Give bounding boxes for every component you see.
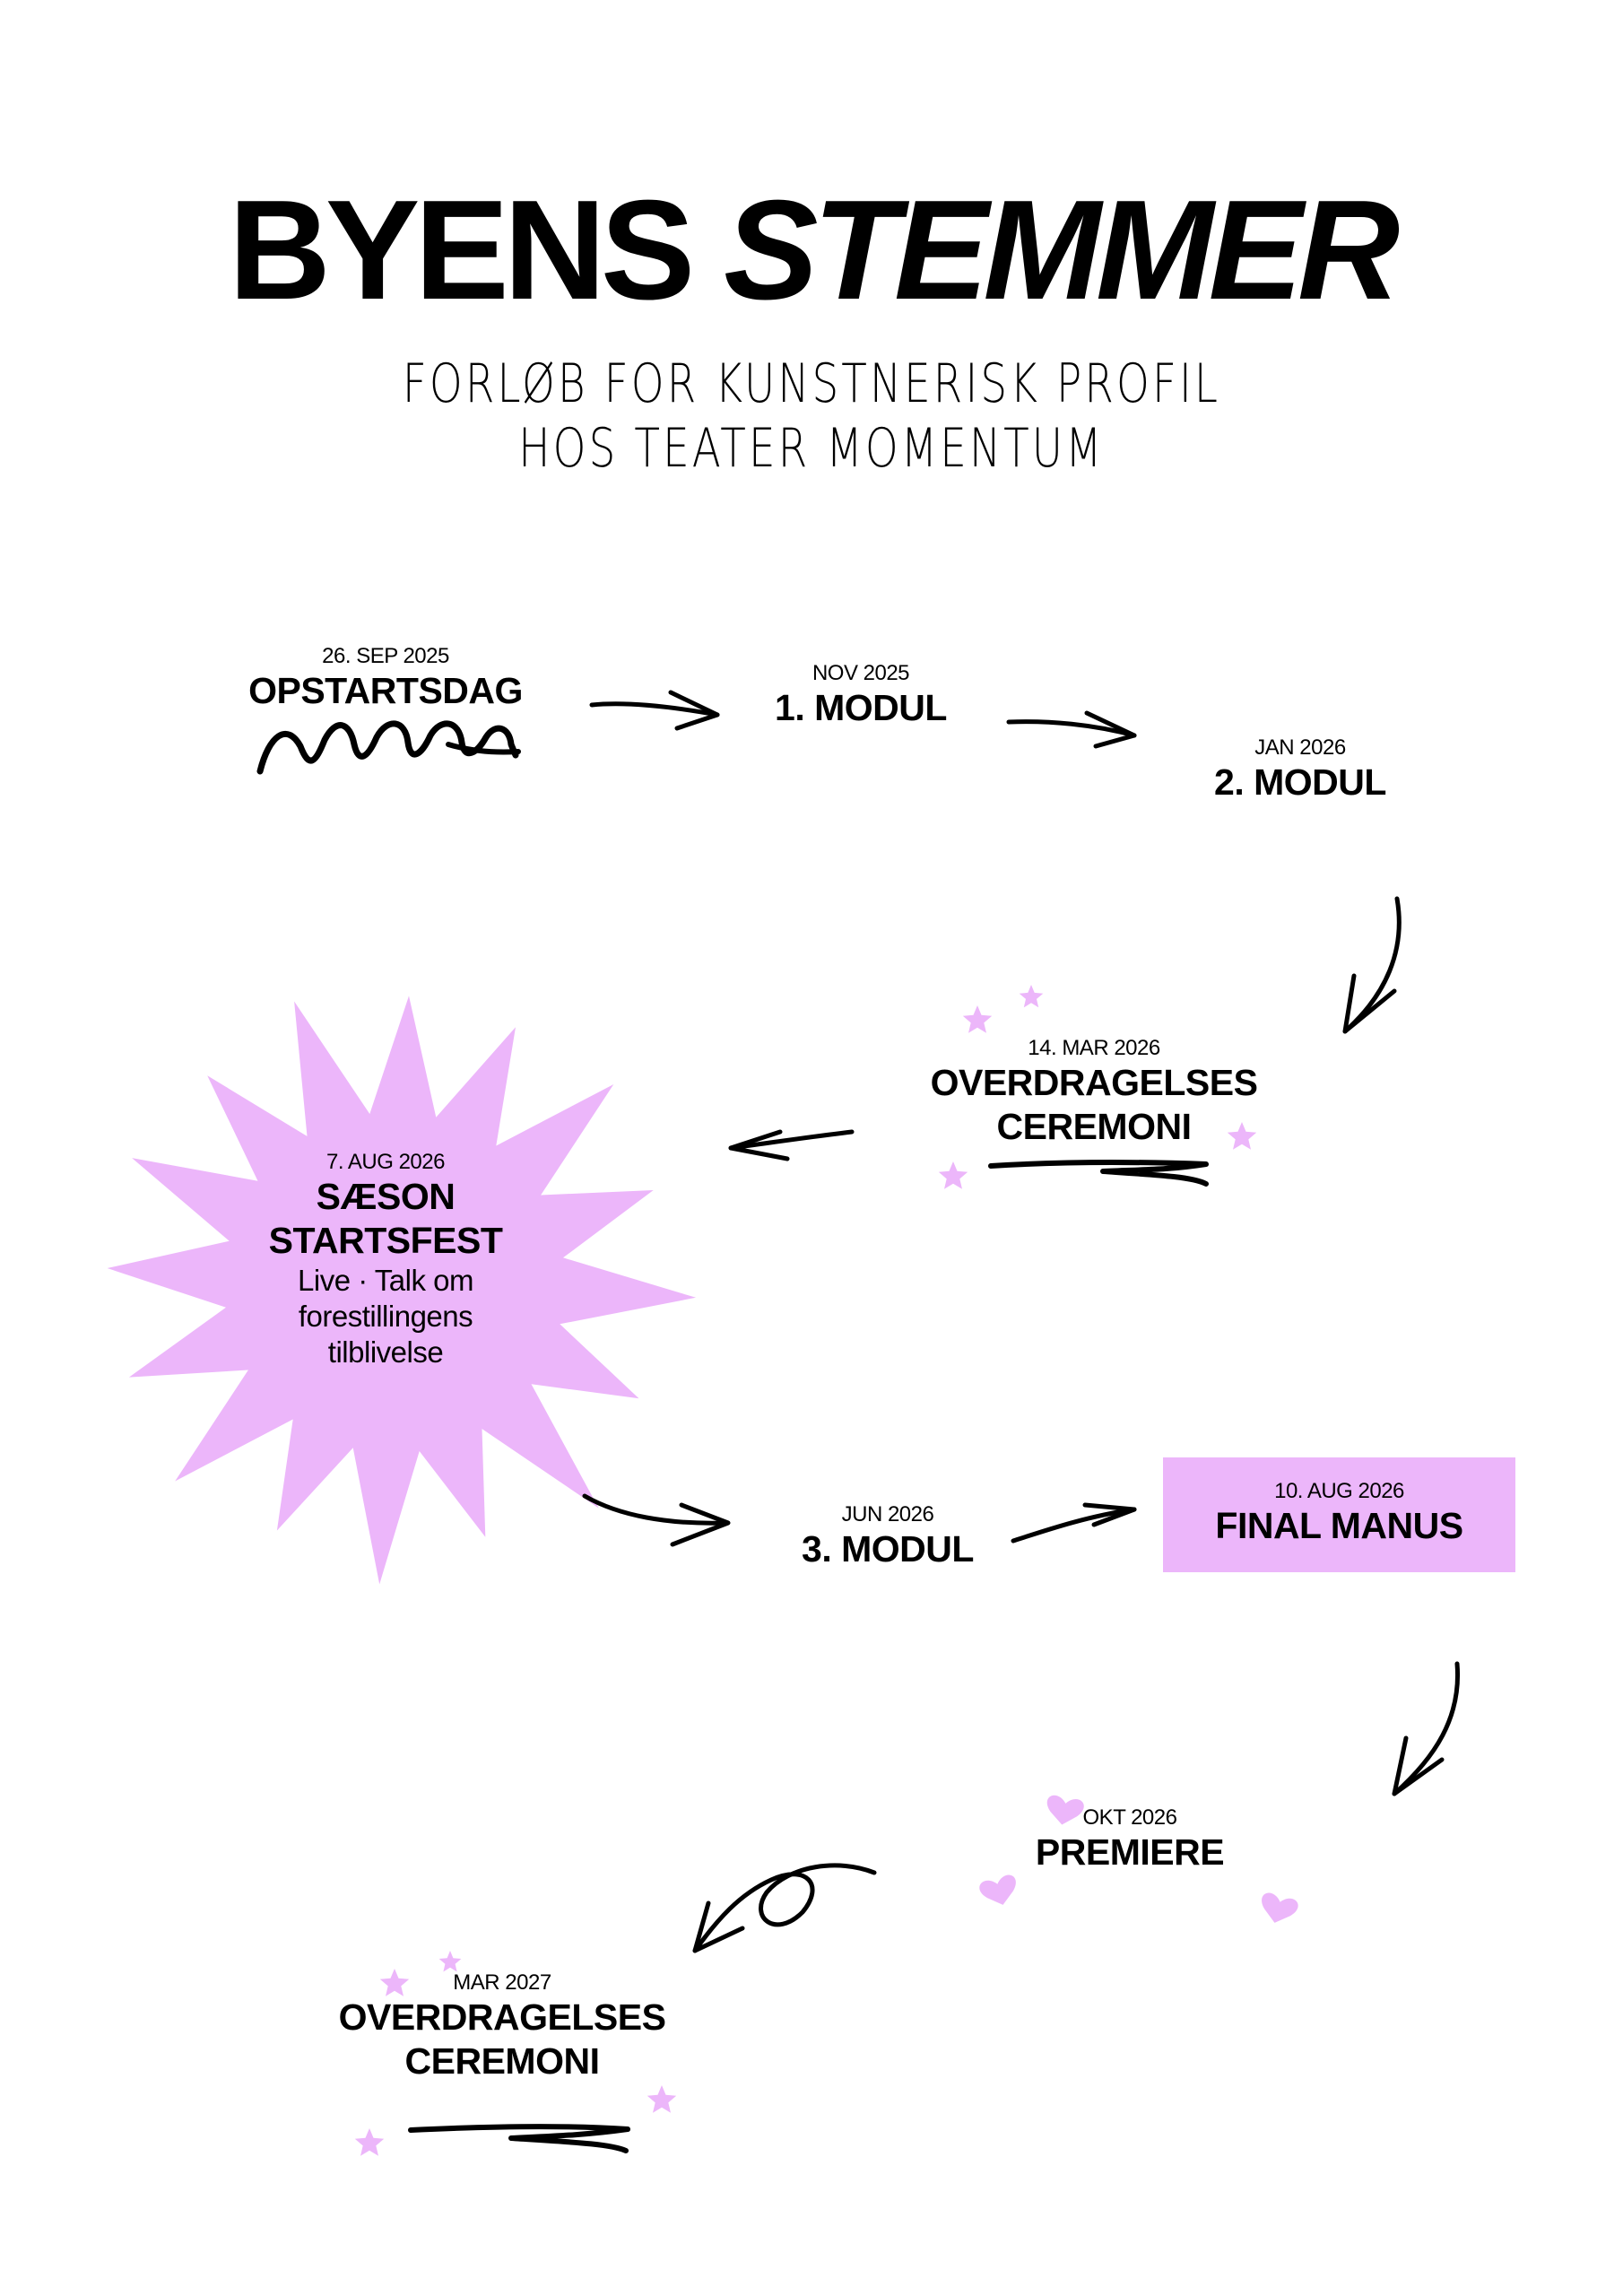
arrow-icon [1006, 710, 1137, 749]
event-date: JAN 2026 [1254, 735, 1346, 760]
event-name: FINAL MANUS [1215, 1504, 1463, 1546]
scribble-underline [256, 720, 519, 775]
arrow-icon [589, 690, 720, 731]
event-date: MAR 2027 [453, 1970, 551, 1995]
star-icon [438, 1951, 462, 1972]
scribble-underline-tail [446, 742, 521, 755]
event-name: 3. MODUL [802, 1527, 974, 1570]
arrow-icon [692, 1863, 877, 1953]
event-name: PREMIERE [1035, 1831, 1225, 1873]
title-word-2: STEMMER [724, 171, 1400, 329]
event-ceremoni-1: 14. MAR 2026 OVERDRAGELSES CEREMONI [915, 1036, 1273, 1149]
heart-icon [1262, 1892, 1298, 1923]
star-icon [938, 1161, 968, 1189]
heart-icon [979, 1874, 1016, 1905]
event-final-manus: 10. AUG 2026 FINAL MANUS [1163, 1457, 1515, 1572]
event-modul-2: JAN 2026 2. MODUL [1166, 735, 1435, 804]
event-ceremoni-2: MAR 2027 OVERDRAGELSES CEREMONI [323, 1970, 681, 2083]
event-name-line-1: OVERDRAGELSES [338, 1996, 666, 2038]
star-group [938, 985, 1257, 1189]
star-icon [647, 2085, 677, 2113]
event-date: 7. AUG 2026 [326, 1150, 445, 1174]
event-opstartsdag: 26. SEP 2025 OPSTARTSDAG [206, 644, 565, 713]
arrow-icon [1011, 1502, 1137, 1544]
star-group [354, 1951, 677, 2156]
event-date: NOV 2025 [812, 661, 910, 685]
event-name: 1. MODUL [775, 686, 947, 728]
page-title: BYENS STEMMER [0, 179, 1623, 321]
event-name-line-1: SÆSON [316, 1175, 456, 1217]
star-icon [1019, 985, 1044, 1008]
event-description-line-1: Live · Talk om [298, 1263, 473, 1297]
arrow-icon [1342, 896, 1402, 1034]
star-icon [379, 1969, 410, 1996]
event-date: 26. SEP 2025 [322, 644, 449, 668]
event-modul-1: NOV 2025 1. MODUL [726, 661, 995, 730]
event-name-line-2: STARTSFEST [268, 1219, 503, 1261]
star-icon [1227, 1122, 1257, 1150]
event-name-line-2: CEREMONI [404, 2039, 600, 2082]
event-name-line-1: OVERDRAGELSES [930, 1061, 1258, 1103]
event-date: 14. MAR 2026 [1028, 1036, 1160, 1060]
scribble-underline [988, 1160, 1209, 1187]
event-name: OPSTARTSDAG [248, 669, 523, 711]
arrow-icon [582, 1493, 731, 1547]
heart-group [979, 1795, 1298, 1923]
scribble-underline [408, 2124, 630, 2153]
event-date: 10. AUG 2026 [1274, 1479, 1404, 1503]
event-date: OKT 2026 [1082, 1805, 1177, 1830]
subtitle-line-1: FORLØB FOR KUNSTNERISK PROFIL [402, 352, 1221, 415]
event-description-line-2: forestillingens [298, 1300, 473, 1334]
arrow-icon [728, 1129, 855, 1161]
event-premiere: OKT 2026 PREMIERE [986, 1805, 1273, 1874]
event-saeson-startsfest: 7. AUG 2026 SÆSON STARTSFEST Live · Talk… [224, 1150, 547, 1371]
arrow-icon [1392, 1661, 1461, 1796]
event-date: JUN 2026 [841, 1502, 934, 1526]
event-modul-3: JUN 2026 3. MODUL [744, 1502, 1031, 1571]
event-name: 2. MODUL [1214, 761, 1386, 803]
title-word-1: BYENS [228, 171, 695, 329]
event-description-line-3: tilblivelse [327, 1335, 444, 1370]
heart-icon [1046, 1795, 1084, 1825]
event-name-line-2: CEREMONI [996, 1105, 1192, 1147]
subtitle-line-2: HOS TEATER MOMENTUM [518, 417, 1105, 480]
star-icon [354, 2128, 385, 2156]
starburst-shape [107, 996, 697, 1585]
star-icon [962, 1005, 993, 1033]
